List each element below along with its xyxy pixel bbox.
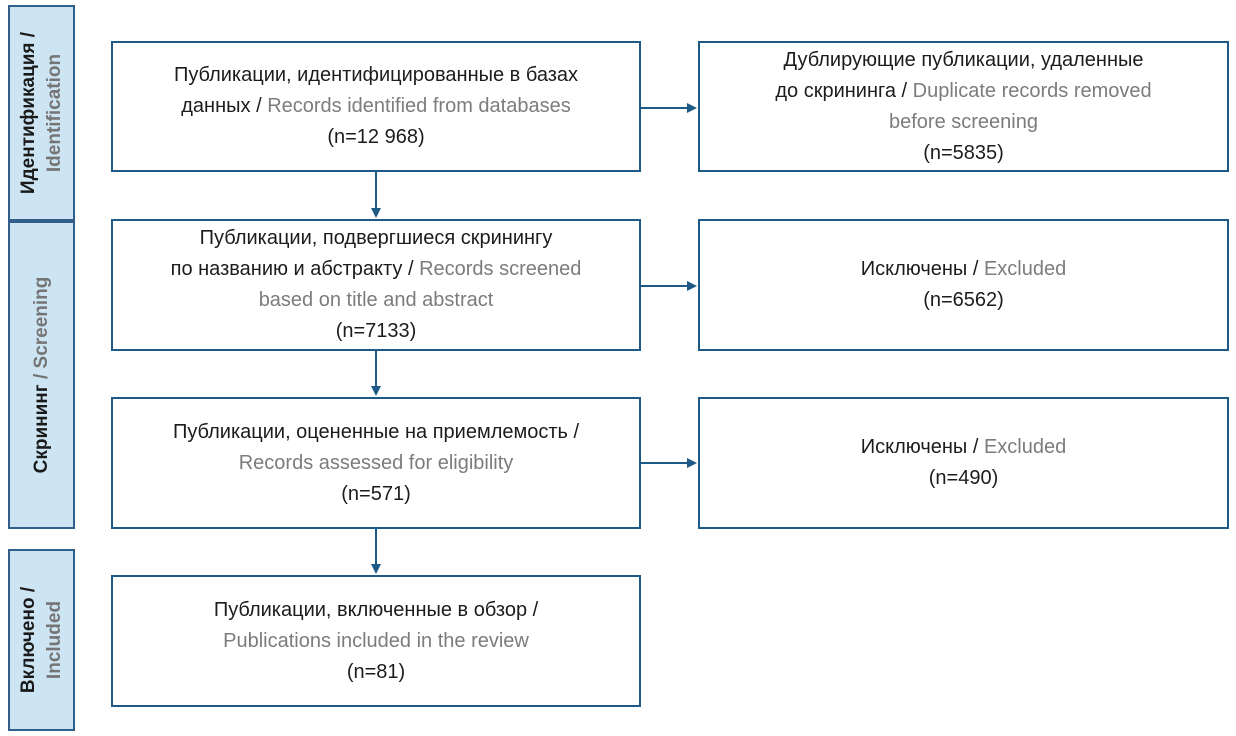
excluded-eligibility-en: Excluded bbox=[983, 436, 1067, 458]
identified-count: (n=12 968) bbox=[327, 126, 425, 148]
stage-included: Включено / Included bbox=[8, 549, 75, 731]
excluded-eligibility-count: (n=490) bbox=[928, 467, 999, 489]
screened-en-line2: based on title and abstract bbox=[258, 289, 494, 311]
excluded-screening-ru: Исключены / bbox=[860, 258, 984, 280]
box-duplicates-removed: Дублирующие публикации, удаленные до скр… bbox=[698, 41, 1229, 172]
identified-en: Records identified from databases bbox=[267, 95, 571, 117]
box-publications-included: Публикации, включенные в обзор / Publica… bbox=[111, 575, 641, 707]
eligibility-ru: Публикации, оцененные на приемлемость / bbox=[172, 420, 580, 443]
eligibility-count: (n=571) bbox=[341, 482, 411, 505]
duplicates-ru-line2: до скрининга / bbox=[775, 79, 913, 102]
screened-en-line1: Records screened bbox=[419, 258, 582, 280]
screened-ru-line1: Публикации, подвергшиеся скринингу bbox=[199, 227, 553, 249]
box-records-eligibility: Публикации, оцененные на приемлемость / … bbox=[111, 397, 641, 529]
duplicates-ru-line1: Дублирующие публикации, удаленные bbox=[783, 48, 1144, 71]
box-excluded-screening: Исключены / Excluded (n=6562) bbox=[698, 219, 1229, 351]
excluded-eligibility-ru: Исключены / bbox=[860, 436, 984, 458]
stage-screening: Скрининг / Screening bbox=[8, 221, 75, 529]
included-en: Publications included in the review bbox=[223, 629, 529, 652]
included-count: (n=81) bbox=[346, 660, 406, 683]
identified-ru-line2: данных / bbox=[181, 95, 268, 117]
screened-count: (n=7133) bbox=[335, 320, 417, 342]
stage-identification: Идентификация / Identification bbox=[8, 5, 75, 221]
duplicates-en-line2: before screening bbox=[889, 110, 1038, 133]
identified-ru-line1: Публикации, идентифицированные в базах bbox=[173, 64, 579, 86]
screened-ru-line2: по названию и абстракту / bbox=[170, 258, 420, 280]
box-records-screened: Публикации, подвергшиеся скринингу по на… bbox=[111, 219, 641, 351]
box-excluded-eligibility: Исключены / Excluded (n=490) bbox=[698, 397, 1229, 529]
box-records-identified: Публикации, идентифицированные в базах д… bbox=[111, 41, 641, 172]
duplicates-en-line1: Duplicate records removed bbox=[912, 79, 1152, 102]
excluded-screening-en: Excluded bbox=[983, 258, 1067, 280]
duplicates-count: (n=5835) bbox=[923, 141, 1004, 164]
eligibility-en: Records assessed for eligibility bbox=[238, 451, 514, 474]
excluded-screening-count: (n=6562) bbox=[923, 289, 1004, 311]
included-ru: Публикации, включенные в обзор / bbox=[213, 598, 539, 621]
